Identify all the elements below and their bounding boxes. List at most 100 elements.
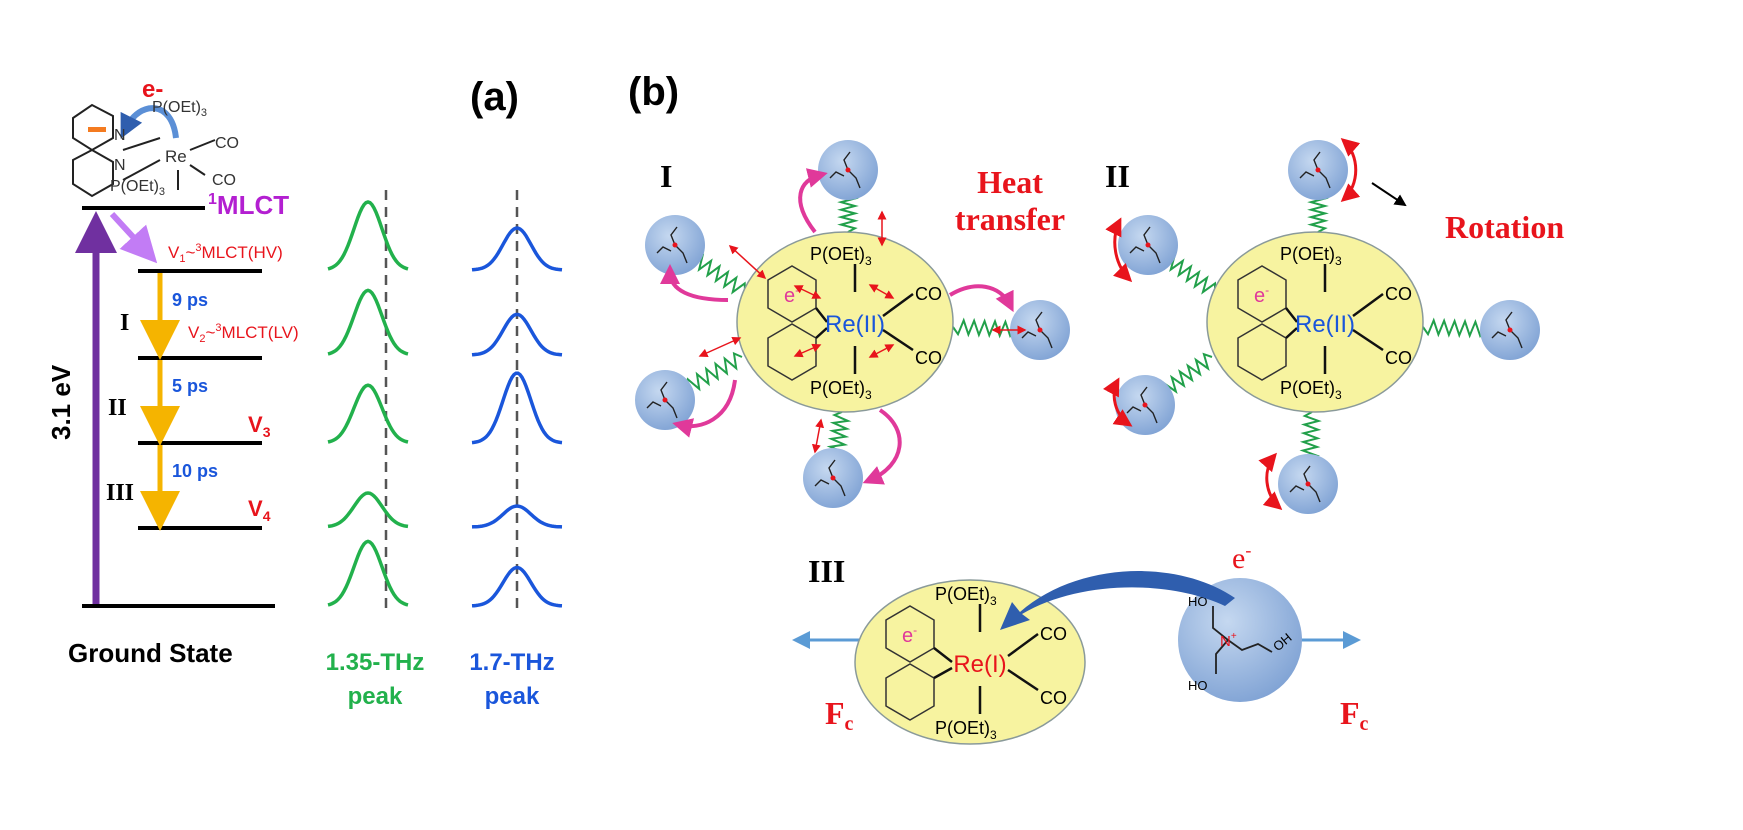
blue-peak-5 [471,565,563,608]
green-peak-3 [327,383,409,444]
spring [1162,352,1213,394]
complex-ellipse [854,579,1086,745]
metal-re: Re [165,147,187,166]
co-ligand-2: CO [1385,348,1412,368]
tea-structure [646,381,678,419]
metal-center: Re(I) [953,651,1006,678]
nitrogen-atom [1305,481,1311,487]
heat-flow-arrow [660,264,729,302]
triethanolamine-sphere [1010,300,1070,360]
energy-gap-label: 3.1 eV [46,364,76,440]
tea-structure [1289,465,1321,503]
nitrogen-atom [1037,327,1043,333]
rotation-direction-arrow [1371,182,1407,207]
complex-ellipse [1206,231,1424,413]
scheme-III-roman: III [808,553,845,589]
ligand-top: P(OEt)3 [810,244,872,268]
rotation-arrow [1103,377,1133,427]
heat-flow-arrow [948,284,1014,313]
metal-center: Re(II) [825,311,885,338]
triethanolamine-sphere [818,140,878,200]
ligand-electron: e- [902,623,917,647]
spring [1166,253,1216,295]
nitrogen-1: N [114,127,126,144]
tea-structure [829,151,861,189]
ligand-bottom: P(OEt)3 [110,178,165,198]
vibration-arrow [728,244,767,280]
tea-nitrogen: N+ [1220,631,1237,650]
co-ligand-2: CO [1040,688,1067,708]
vibration-arrow [793,285,822,299]
blue-peak-3 [471,371,563,445]
rotation-arrow [1105,217,1133,283]
pyridine-ring-bottom [72,148,114,198]
co-2: CO [212,172,236,189]
green-peak-1 [327,200,409,271]
panel-b-label: (b) [628,70,679,114]
nitrogen-atom [845,167,851,173]
spring [694,253,746,295]
nitrogen-atom [830,475,836,481]
vibration-arrow [793,343,822,358]
blue-peak-label-2: peak [485,683,540,710]
electron-label: e- [142,76,163,103]
rotation-label: Rotation [1445,209,1564,245]
triethanolamine-sphere [1115,375,1175,435]
metal-center: Re(II) [1295,311,1355,338]
ligand-bottom: P(OEt)3 [1280,378,1342,402]
green-peak-2 [327,288,409,356]
green-peak-label-2: peak [348,683,403,710]
vibration-arrow [811,418,825,454]
ground-state-label: Ground State [68,638,233,668]
ligand-top: P(OEt)3 [1280,244,1342,268]
bonds [815,264,914,374]
rotation-arrow [1340,138,1361,202]
bonds [933,604,1039,714]
tea-ho-2: HO [1188,678,1208,693]
triethanolamine-sphere [1278,454,1338,514]
label-v2: V2~3MLCT(LV) [188,322,299,345]
tea-structure [1491,311,1523,349]
label-v3: V3 [248,412,271,440]
green-peak-label-1: 1.35-THz [326,649,425,676]
co-ligand-2: CO [915,348,942,368]
nitrogen-atom [1315,167,1321,173]
complex-ellipse [736,231,954,413]
step-roman-3: III [106,480,134,506]
ligand-bottom: P(OEt)3 [935,718,997,742]
triethanolamine-sphere [1480,300,1540,360]
blue-peak-4 [471,504,563,529]
isc-arrow [109,211,158,264]
transferred-electron-label: e- [1232,540,1251,575]
electron-dash [88,127,106,132]
vibration-arrow [868,344,895,358]
tea-ho-1: HO [1188,594,1208,609]
nitrogen-atom [1145,242,1151,248]
nitrogen-atom [662,397,668,403]
electron-transfer-arrow-b [1000,571,1235,630]
co-ligand-1: CO [1040,624,1067,644]
blue-peak-1 [471,226,563,272]
heat-flow-arrow [862,408,902,485]
green-peak-5 [327,539,409,607]
tea-structure [814,459,846,497]
vibration-arrow [698,336,742,358]
panel-a-label: (a) [470,75,519,119]
label-v1: V1~3MLCT(HV) [168,242,283,265]
nitrogen-atom [1142,402,1148,408]
nitrogen-2: N [114,157,126,174]
heat-label: Heat [977,164,1043,200]
scheme-II-roman: II [1105,158,1130,194]
spring [1422,317,1487,339]
ligand-electron: e- [1254,283,1269,307]
rotation-arrow [1258,452,1283,510]
bonds [1285,264,1384,374]
co-1: CO [215,135,239,152]
tea-structure [1299,151,1331,189]
tea-cation-sphere [1178,578,1302,702]
tea-structure [1021,311,1053,349]
scheme-I-roman: I [660,158,672,194]
